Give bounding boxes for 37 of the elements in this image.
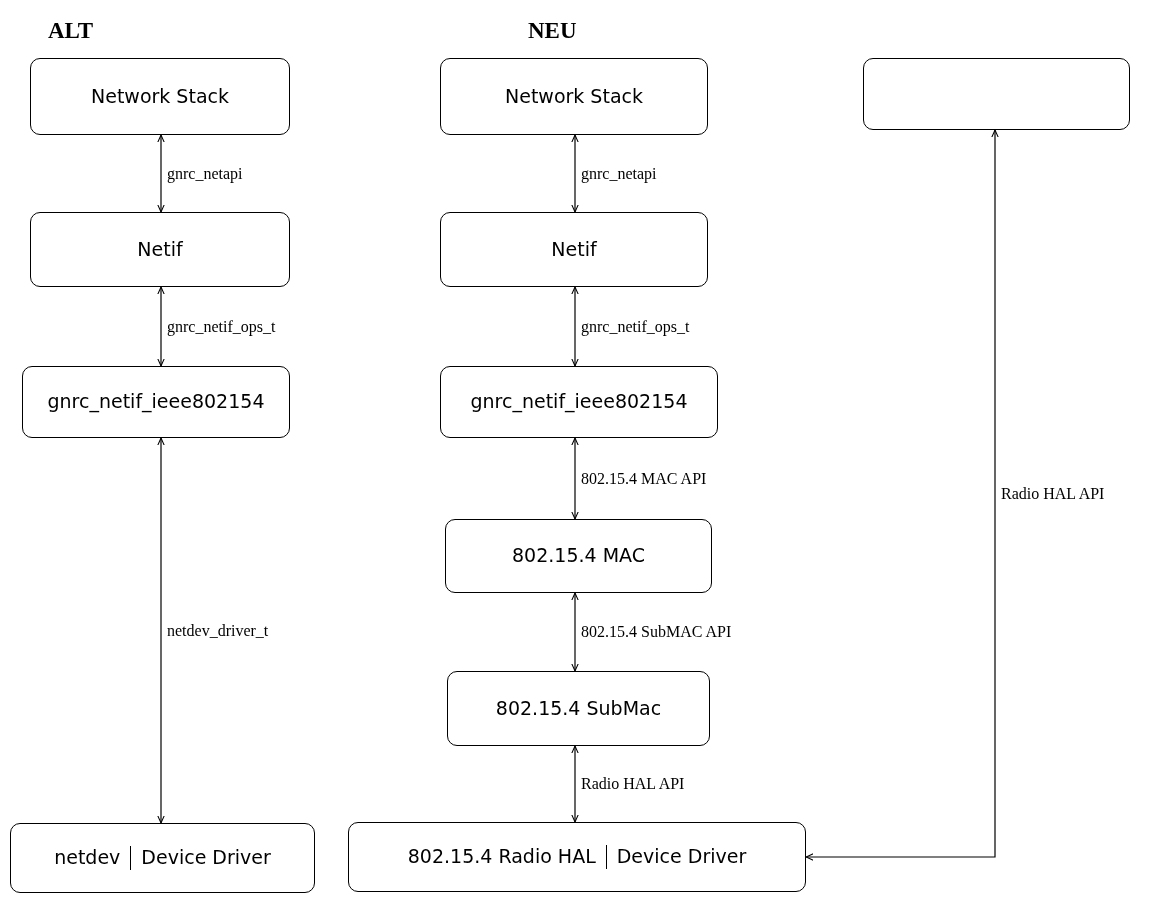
box-label: gnrc_netif_ieee802154 [469, 390, 689, 414]
box-label: Device Driver [605, 845, 757, 869]
box-label: 802.15.4 MAC [511, 544, 646, 568]
column-heading: ALT [48, 18, 94, 44]
double-arrow [805, 129, 999, 861]
double-arrow [571, 745, 579, 823]
box-label: Netif [136, 237, 184, 262]
component-box [440, 212, 708, 287]
edge-label: gnrc_netif_ops_t [581, 317, 690, 336]
double-arrow [571, 286, 579, 367]
component-box [10, 823, 315, 893]
column-heading: NEU [528, 18, 577, 44]
box-label: 802.15.4 Radio HAL [406, 845, 597, 869]
component-box [30, 212, 290, 287]
box-label: gnrc_netif_ieee802154 [46, 390, 266, 414]
component-box [22, 366, 290, 438]
double-arrow [157, 437, 165, 824]
box-label: Device Driver [130, 846, 281, 870]
component-box [440, 366, 718, 438]
double-arrow [571, 437, 579, 520]
box-label: Netif [550, 237, 598, 262]
double-arrow [571, 592, 579, 672]
component-box [440, 58, 708, 135]
double-arrow [571, 134, 579, 213]
box-label: 802.15.4 SubMac [494, 696, 663, 721]
component-box [447, 671, 710, 746]
box-label: Network Stack [90, 84, 230, 109]
edge-label: netdev_driver_t [167, 621, 269, 640]
component-box [445, 519, 712, 593]
edge-label: gnrc_netif_ops_t [167, 317, 276, 336]
component-box [348, 822, 806, 892]
component-box [30, 58, 290, 135]
empty-box [863, 58, 1130, 130]
box-label: netdev [53, 846, 122, 870]
double-arrow [157, 134, 165, 213]
double-arrow [157, 286, 165, 367]
box-label: Network Stack [504, 84, 644, 109]
